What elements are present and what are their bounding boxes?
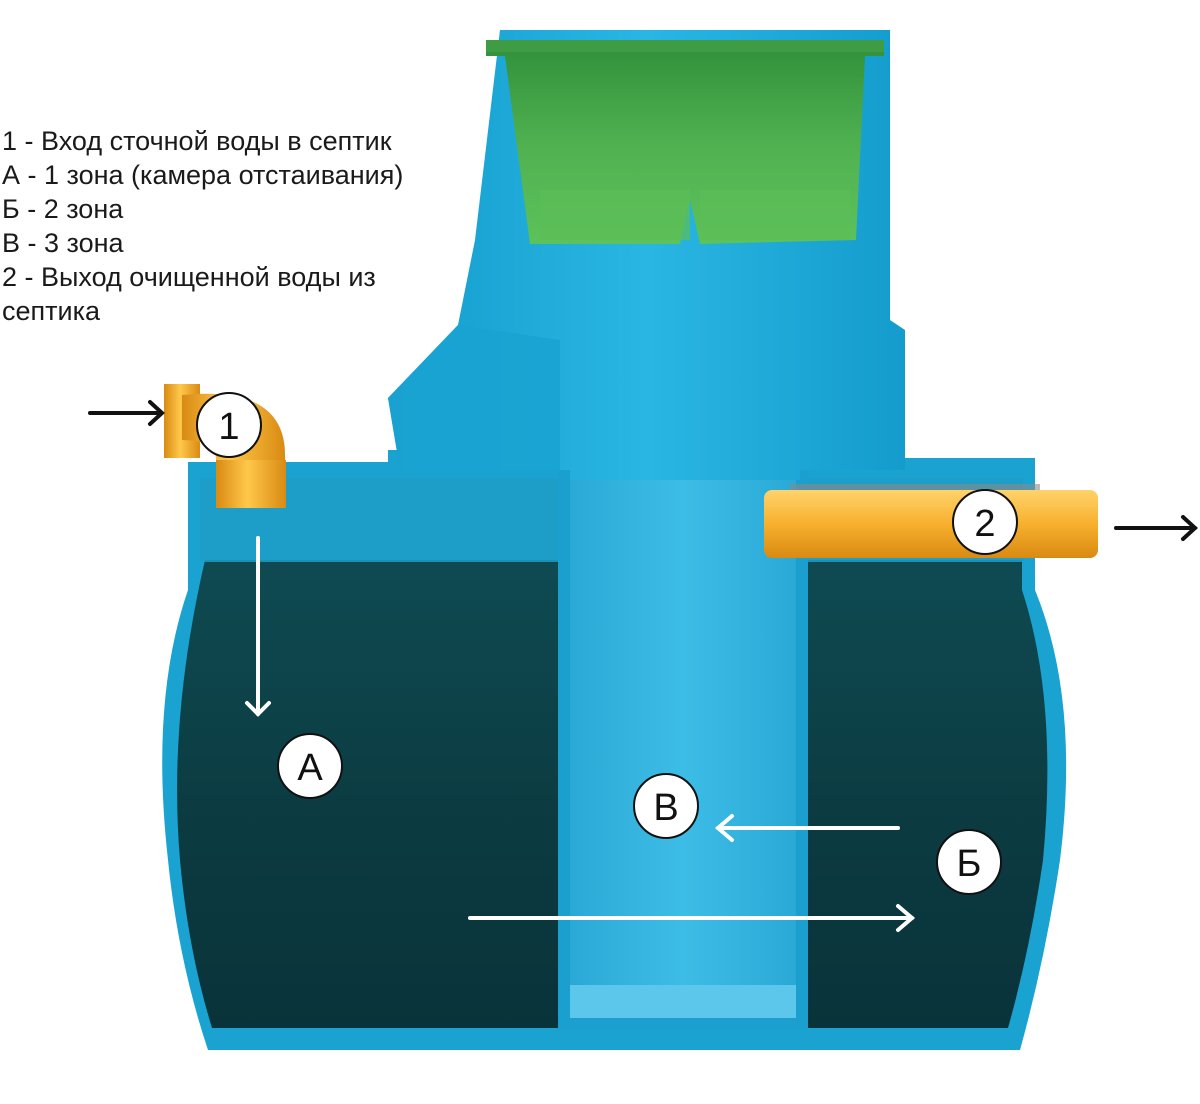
legend-item-inlet: 1 - Вход сточной воды в септик <box>2 126 392 156</box>
legend-item-zone-b: Б - 2 зона <box>2 194 124 224</box>
lid-ribs <box>540 190 850 240</box>
marker-outlet-label: 2 <box>974 503 995 545</box>
marker-inlet: 1 <box>196 392 262 458</box>
outlet-arrow <box>1114 515 1198 541</box>
marker-zone-b-label: Б <box>957 843 982 885</box>
flow-arrow-bottom <box>468 904 916 932</box>
marker-zone-a: А <box>277 733 343 799</box>
water-zone-b <box>808 560 1048 1028</box>
legend-item-outlet: 2 - Выход очищенной воды из септика <box>2 262 376 326</box>
marker-zone-b: Б <box>936 829 1002 895</box>
flow-arrow-down <box>245 536 271 717</box>
inlet-arrow <box>88 400 165 426</box>
legend-item-zone-v: В - 3 зона <box>2 228 124 258</box>
marker-zone-v-label: В <box>653 787 678 829</box>
legend-item-zone-a: А - 1 зона (камера отстаивания) <box>2 160 404 190</box>
flow-arrow-to-v <box>714 814 900 842</box>
marker-zone-a-label: А <box>297 747 323 789</box>
legend: 1 - Вход сточной воды в септик А - 1 зон… <box>2 124 472 328</box>
tank-shoulder <box>388 325 560 470</box>
marker-inlet-label: 1 <box>218 406 239 448</box>
marker-zone-v: В <box>633 773 699 839</box>
lid-rim <box>486 40 884 52</box>
water-zone-a <box>177 560 558 1028</box>
central-column-inner <box>570 478 796 1018</box>
central-column-floor <box>570 985 796 1018</box>
marker-outlet: 2 <box>952 489 1018 555</box>
outlet-pipe <box>764 484 1098 558</box>
